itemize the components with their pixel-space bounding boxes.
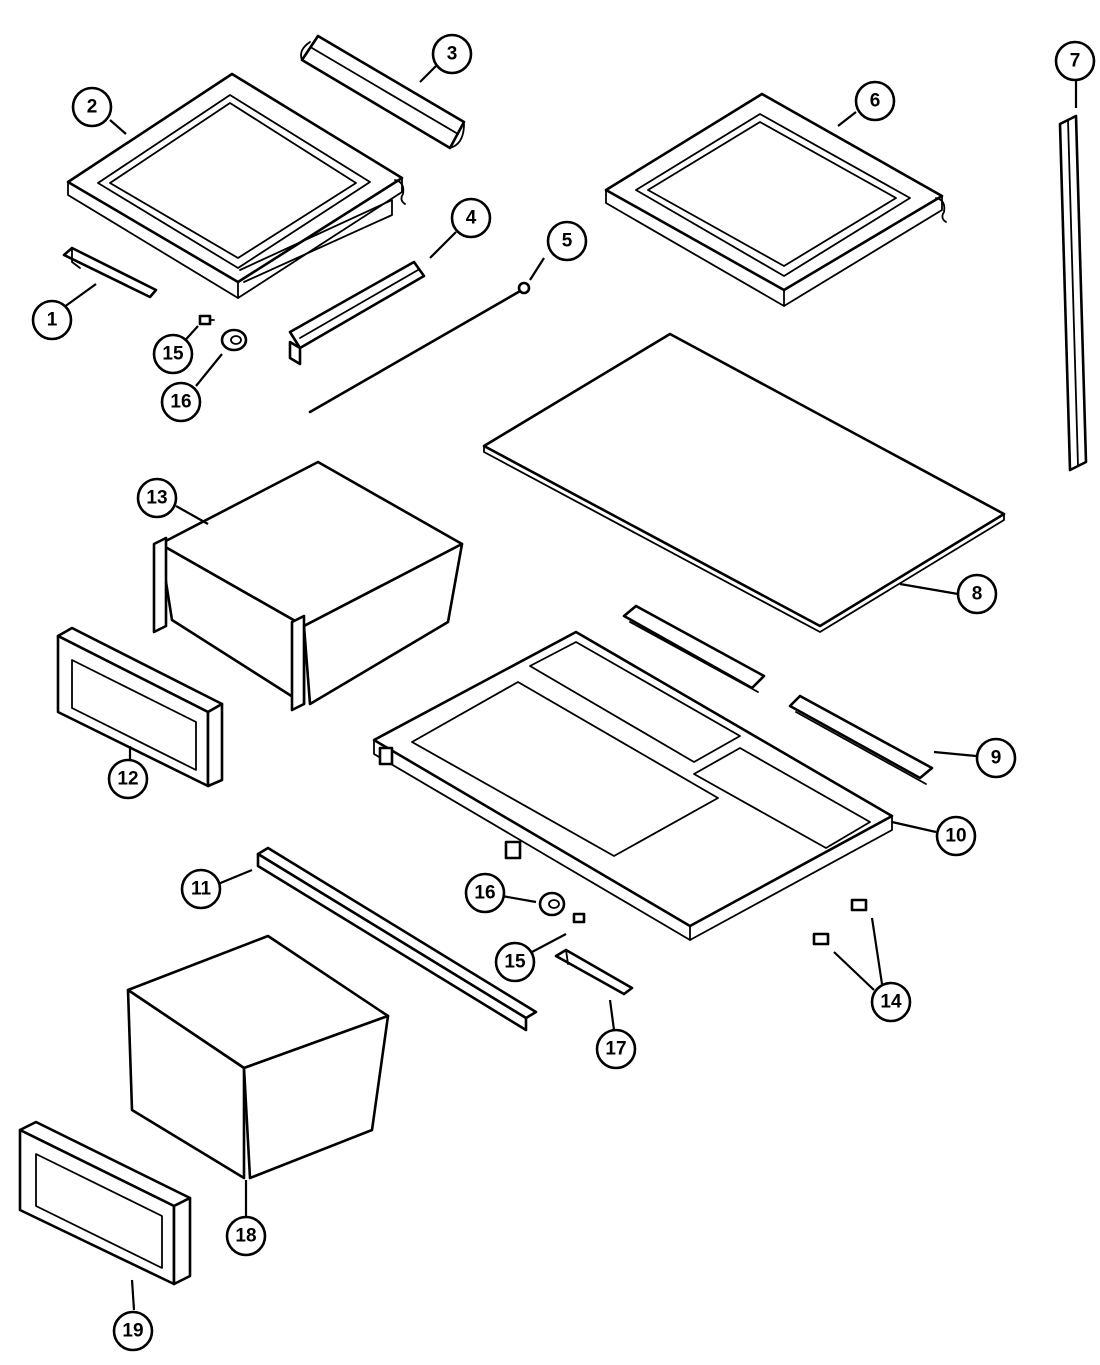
callout-4: 4: [450, 197, 492, 239]
callout-7: 7: [1054, 40, 1096, 82]
callout-1-label: 1: [47, 310, 58, 331]
part-19-crisper-front: [18, 1120, 192, 1286]
callout-16-upper: 16: [160, 381, 202, 423]
callout-17: 17: [595, 1028, 637, 1070]
part-5-rod: [308, 281, 531, 414]
part-14-screws: [812, 898, 868, 946]
callout-18-label: 18: [235, 1226, 256, 1247]
leader-lines: [59, 65, 1078, 1311]
callout-9-label: 9: [991, 748, 1002, 769]
callout-6-label: 6: [870, 91, 881, 112]
part-11-strip: [256, 846, 538, 1032]
callout-4-label: 4: [466, 208, 477, 229]
callout-3: 3: [431, 33, 473, 75]
part-15-screw-lower: [572, 912, 586, 924]
part-2-shelf: [66, 72, 406, 299]
callout-13-label: 13: [146, 488, 167, 509]
callout-10-label: 10: [945, 826, 966, 847]
part-9-trim-rail: [622, 604, 934, 785]
callout-11-label: 11: [191, 879, 212, 900]
part-4-bracket: [288, 260, 426, 366]
callout-10: 10: [935, 815, 977, 857]
callout-16-upper-label: 16: [170, 392, 191, 413]
callout-12: 12: [107, 758, 149, 800]
callout-2-label: 2: [87, 97, 98, 118]
callout-19: 19: [112, 1310, 154, 1352]
callout-9: 9: [975, 737, 1017, 779]
callout-15-lower: 15: [494, 941, 536, 983]
part-1-shelf-end-cap: [62, 246, 158, 299]
part-18-crisper-pan: [126, 934, 390, 1180]
part-10-crisper-cover: [372, 630, 894, 941]
callout-16-lower-label: 16: [474, 883, 495, 904]
part-8-glass-panel: [482, 332, 1006, 633]
callout-8-label: 8: [972, 584, 983, 605]
callout-5-label: 5: [562, 231, 573, 252]
callout-8: 8: [956, 573, 998, 615]
part-16-spacer-lower: [538, 891, 566, 917]
part-17-clip: [554, 948, 634, 996]
callout-5: 5: [546, 220, 588, 262]
callout-15-upper-label: 15: [162, 344, 184, 365]
part-16-spacer-upper: [220, 328, 248, 352]
callout-17-label: 17: [605, 1039, 626, 1060]
callout-3-label: 3: [447, 44, 458, 65]
callout-19-label: 19: [122, 1321, 143, 1342]
part-3-trim-strip: [300, 34, 466, 150]
callout-6: 6: [854, 80, 896, 122]
callout-11: 11: [180, 868, 222, 910]
callout-7-label: 7: [1070, 51, 1081, 72]
callout-18: 18: [225, 1215, 267, 1257]
part-7-rail: [1058, 114, 1088, 472]
callout-14-label: 14: [880, 992, 902, 1013]
callout-2: 2: [71, 86, 113, 128]
callout-15-lower-label: 15: [504, 952, 526, 973]
part-15-screw-upper: [198, 314, 215, 326]
callout-14: 14: [870, 981, 912, 1023]
callout-13: 13: [136, 477, 178, 519]
callout-15-upper: 15: [152, 333, 194, 375]
callout-16-lower: 16: [464, 872, 506, 914]
callout-12-label: 12: [117, 769, 138, 790]
part-12-crisper-front: [56, 626, 224, 788]
callout-1: 1: [31, 299, 73, 341]
part-13-crisper-pan: [152, 460, 464, 712]
part-6-shelf: [604, 92, 947, 307]
